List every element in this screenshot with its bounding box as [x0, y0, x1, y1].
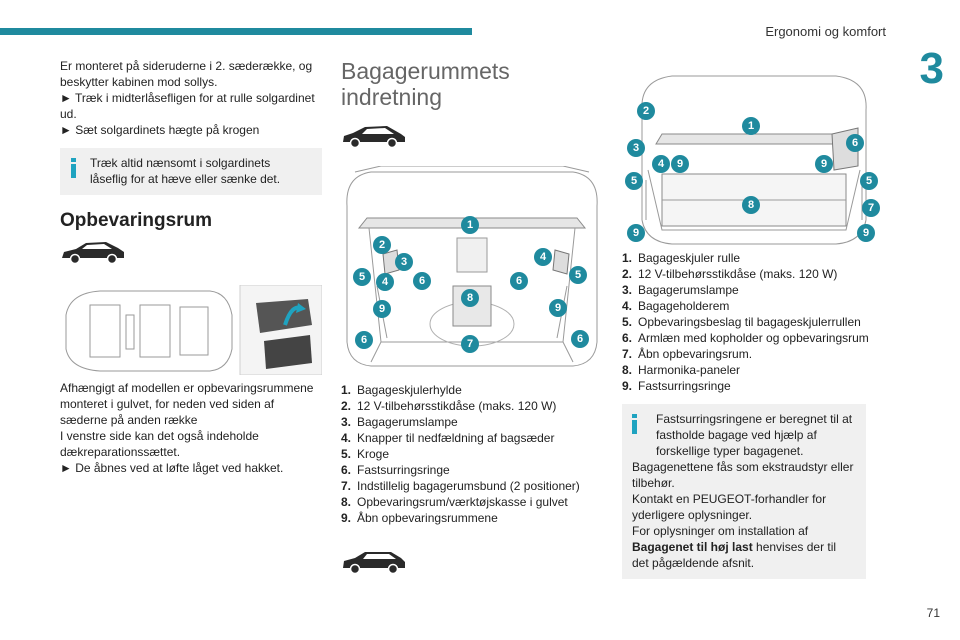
trunk-badge: 5 [353, 268, 371, 286]
info-line: For oplysninger om installation af Bagag… [632, 524, 837, 570]
legend-item: 8.Harmonika-paneler [622, 363, 741, 377]
trunk-badge: 3 [395, 253, 413, 271]
trunk-heading-line2: indretning [341, 84, 443, 110]
cargo-badge: 8 [742, 196, 760, 214]
legend-item: 3.Bagagerumslampe [622, 283, 739, 297]
storage-text: Afhængigt af modellen er opbevaringsrumm… [60, 380, 322, 476]
trunk-badge: 6 [355, 331, 373, 349]
info-line: Fastsurringsringene er beregnet til at f… [656, 412, 853, 458]
legend-item: 5.Kroge [341, 447, 390, 461]
trunk-badge: 6 [413, 272, 431, 290]
info-line: Bagagenettene fås som ekstraudstyr eller… [632, 460, 854, 490]
intro-line: ► Sæt solgardinets hægte på krogen [60, 123, 260, 137]
legend-item: 9.Fastsurringsringe [622, 379, 731, 393]
cargo-badge: 6 [846, 134, 864, 152]
info-note-text: Træk altid nænsomt i solgardinets låsefl… [90, 156, 281, 186]
trunk-badge: 7 [461, 335, 479, 353]
legend-item: 8.Opbevaringsrum/værktøjskasse i gulvet [341, 495, 568, 509]
cargo-badge: 3 [627, 139, 645, 157]
intro-line: Er monteret på sideruderne i 2. sæderækk… [60, 59, 313, 89]
cargo-badge: 7 [862, 199, 880, 217]
storage-diagram [60, 285, 322, 375]
trunk-heading-line1: Bagagerummets [341, 58, 510, 84]
legend-item: 1.Bagageskjuler rulle [622, 251, 741, 265]
cargo-badge: 9 [671, 155, 689, 173]
cargo-badge: 9 [857, 224, 875, 242]
info-line: Kontakt en PEUGEOT-forhandler for yderli… [632, 492, 827, 522]
storage-line: Afhængigt af modellen er opbevaringsrumm… [60, 381, 314, 427]
legend-item: 2.12 V-tilbehørsstikdåse (maks. 120 W) [622, 267, 838, 281]
legend-item: 7.Åbn opbevaringsrum. [622, 347, 753, 361]
trunk-badge: 5 [569, 266, 587, 284]
legend-item: 4.Knapper til nedfældning af bagsæder [341, 431, 555, 445]
trunk-badge: 8 [461, 289, 479, 307]
chapter-number: 3 [919, 44, 944, 93]
car-silhouette-icon [343, 126, 405, 148]
storage-line: I venstre side kan det også indeholde dæ… [60, 429, 259, 459]
trunk-badge: 9 [373, 300, 391, 318]
trunk-badge: 4 [534, 248, 552, 266]
info-icon [71, 158, 76, 178]
trunk-badge: 1 [461, 216, 479, 234]
legend-item: 9.Åbn opbevaringsrummene [341, 511, 498, 525]
cargo-info-note: Fastsurringsringene er beregnet til at f… [622, 404, 866, 579]
legend-item: 2.12 V-tilbehørsstikdåse (maks. 120 W) [341, 399, 557, 413]
cargo-badge: 5 [860, 172, 878, 190]
cargo-badge: 9 [627, 224, 645, 242]
legend-item: 5.Opbevaringsbeslag til bagageskjulerrul… [622, 315, 861, 329]
legend-item: 7.Indstillelig bagagerumsbund (2 positio… [341, 479, 580, 493]
intro-line: ► Træk i midterlåsefligen for at rulle s… [60, 91, 315, 121]
legend-item: 4.Bagageholderem [622, 299, 730, 313]
legend-item: 1.Bagageskjulerhylde [341, 383, 462, 397]
trunk-badge: 4 [376, 273, 394, 291]
info-icon [632, 414, 637, 434]
storage-line: ► De åbnes ved at løfte låget ved hakket… [60, 461, 284, 475]
section-title: Ergonomi og komfort [765, 24, 886, 39]
legend-item: 3.Bagagerumslampe [341, 415, 458, 429]
cargo-badge: 5 [625, 172, 643, 190]
header-accent-bar [0, 28, 472, 35]
cargo-badge: 1 [742, 117, 760, 135]
trunk-badge: 6 [510, 272, 528, 290]
storage-heading: Opbevaringsrum [60, 210, 213, 231]
left-column: Er monteret på sideruderne i 2. sæderækk… [60, 58, 322, 231]
info-note: Træk altid nænsomt i solgardinets låsefl… [60, 148, 322, 195]
middle-heading: Bagagerummets indretning [341, 58, 601, 110]
page-number: 71 [926, 606, 940, 620]
trunk-badge: 6 [571, 330, 589, 348]
car-silhouette-icon [343, 552, 405, 574]
legend-item: 6.Armlæn med kopholder og opbevaringsrum [622, 331, 869, 345]
cargo-badge: 4 [652, 155, 670, 173]
legend-item: 6.Fastsurringsringe [341, 463, 450, 477]
car-silhouette-icon [62, 242, 124, 264]
trunk-legend: 1.Bagageskjulerhylde 2.12 V-tilbehørssti… [341, 382, 603, 526]
cargo-legend: 1.Bagageskjuler rulle 2.12 V-tilbehørsst… [622, 250, 886, 394]
cargo-badge: 2 [637, 102, 655, 120]
trunk-badge: 2 [373, 236, 391, 254]
trunk-badge: 9 [549, 299, 567, 317]
cargo-badge: 9 [815, 155, 833, 173]
